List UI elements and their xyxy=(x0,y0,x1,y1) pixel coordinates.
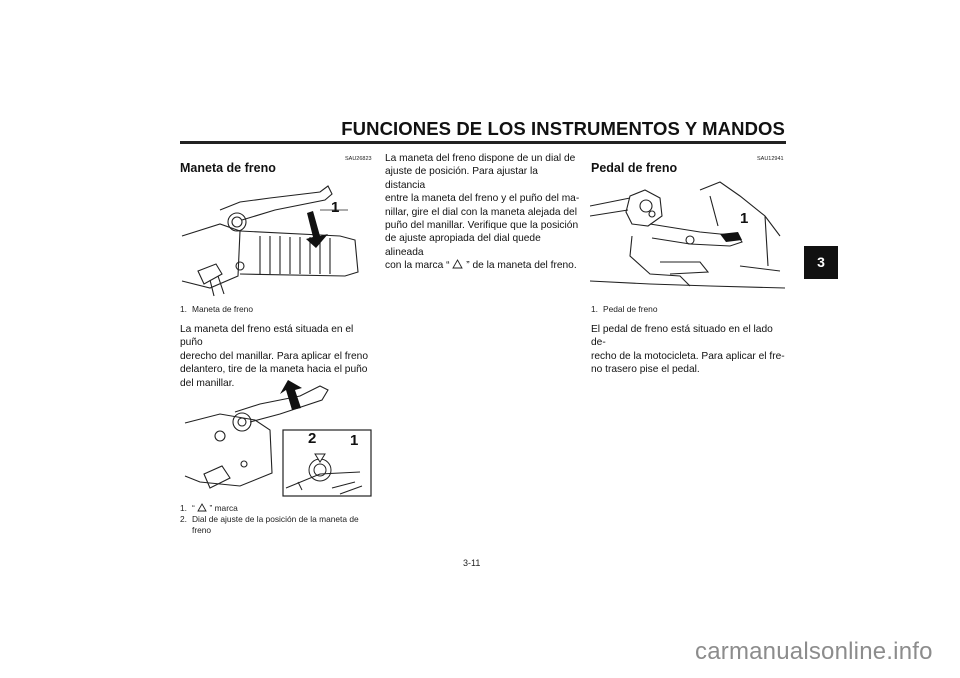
section-heading-brake-lever: Maneta de freno xyxy=(180,161,276,175)
adjust-dial-paragraph: La maneta del freno dispone de un dial d… xyxy=(385,152,580,273)
page-title: FUNCIONES DE LOS INSTRUMENTOS Y MANDOS xyxy=(341,118,785,139)
pedal-figure-callout: 1 xyxy=(740,210,749,227)
triangle-mark-icon xyxy=(452,259,464,269)
caption-open-quote: “ xyxy=(192,503,195,513)
text-line: delantero, tire de la maneta hacia el pu… xyxy=(180,364,368,376)
caption-line: freno xyxy=(192,524,212,535)
text-line: puño del manillar. Verifique que la posi… xyxy=(385,220,579,232)
figure2-caption2: Dial de ajuste de la posición de la mane… xyxy=(192,514,382,535)
down-arrow-icon xyxy=(306,211,328,248)
figure2-callout-1: 1 xyxy=(350,432,359,449)
chapter-tab: 3 xyxy=(804,246,838,279)
figure2-caption1-number: 1. xyxy=(180,503,187,513)
figure1-caption-number: 1. xyxy=(180,304,187,314)
text-fragment: con la marca “ xyxy=(385,260,450,272)
text-line: nillar, gire el dial con la maneta aleja… xyxy=(385,206,577,218)
text-line: del manillar. xyxy=(180,377,235,389)
pedal-caption-number: 1. xyxy=(591,304,598,314)
triangle-mark-icon xyxy=(197,503,207,512)
figure2-caption2-number: 2. xyxy=(180,514,187,524)
brake-pedal-paragraph: El pedal de freno está situado en el lad… xyxy=(591,323,786,377)
brake-pedal-figure xyxy=(590,181,785,289)
section-code: SAU26823 xyxy=(345,156,372,162)
text-line: ajuste de posición. Para ajustar la dist… xyxy=(385,166,538,191)
brake-lever-adjust-figure xyxy=(184,380,372,497)
section-heading-brake-pedal: Pedal de freno xyxy=(591,161,678,175)
page-number: 3-11 xyxy=(463,558,481,568)
brake-lever-figure xyxy=(181,185,359,297)
figure2-callout-2: 2 xyxy=(308,430,317,447)
caption-close-text: ” marca xyxy=(209,503,238,513)
text-line: La maneta del freno está situada en el p… xyxy=(180,324,354,349)
text-line-last: con la marca “ ” de la maneta del freno. xyxy=(385,259,580,272)
section-code: SAU12941 xyxy=(757,156,784,162)
figure1-caption: Maneta de freno xyxy=(192,304,253,314)
text-fragment: ” de la maneta del freno. xyxy=(466,260,577,272)
text-line: entre la maneta del freno y el puño del … xyxy=(385,193,580,205)
figure2-caption1: “ ” marca xyxy=(192,503,238,514)
text-line: de ajuste apropiada del dial quede aline… xyxy=(385,233,541,258)
header-rule xyxy=(180,141,786,144)
caption-line: Dial de ajuste de la posición de la mane… xyxy=(192,514,359,524)
text-line: no trasero pise el pedal. xyxy=(591,364,700,376)
text-line: La maneta del freno dispone de un dial d… xyxy=(385,153,576,164)
text-line: recho de la motocicleta. Para aplicar el… xyxy=(591,350,785,362)
watermark: carmanualsonline.info xyxy=(695,638,933,665)
text-line: El pedal de freno está situado en el lad… xyxy=(591,324,773,349)
text-line: derecho del manillar. Para aplicar el fr… xyxy=(180,350,369,362)
brake-lever-paragraph: La maneta del freno está situada en el p… xyxy=(180,323,375,390)
figure1-callout: 1 xyxy=(331,199,340,216)
pedal-caption: Pedal de freno xyxy=(603,304,658,314)
up-arrow-icon xyxy=(280,380,302,410)
